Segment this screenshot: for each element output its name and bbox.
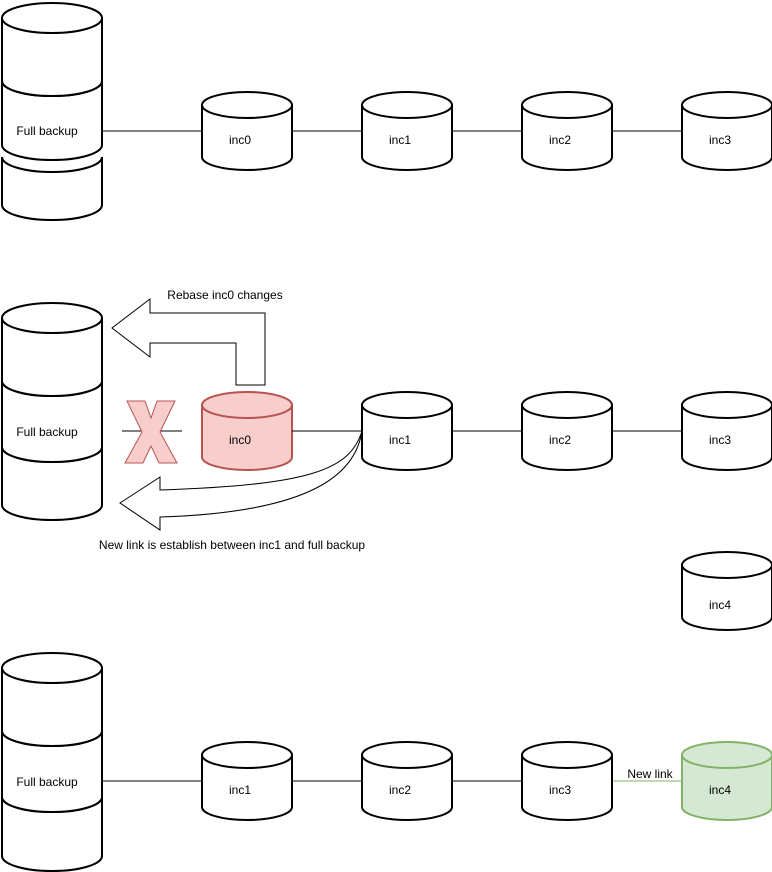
inc-label: inc1 — [389, 133, 411, 147]
cylinder-inc1[interactable] — [201, 741, 293, 821]
inc-label: inc4 — [709, 783, 731, 797]
full-backup-label: Full backup — [16, 425, 78, 439]
row-1: Full backup inc0 inc1 inc2 inc3 — [1, 2, 772, 221]
full-backup-stack[interactable] — [1, 652, 103, 872]
cylinder-inc4-pending[interactable] — [681, 551, 772, 631]
cylinder-inc0-removed[interactable] — [201, 391, 293, 471]
rebase-arrow — [111, 297, 266, 386]
row-3: Full backup New link inc1 inc2 inc3 inc4 — [1, 652, 772, 872]
cylinder-inc3[interactable] — [681, 391, 772, 471]
cylinder-inc2[interactable] — [521, 391, 613, 471]
new-link-arrow — [119, 430, 363, 531]
inc-label: inc2 — [389, 783, 411, 797]
inc-label: inc3 — [549, 783, 571, 797]
full-backup-stack[interactable] — [1, 302, 103, 521]
inc-label: inc3 — [709, 433, 731, 447]
inc-label: inc3 — [709, 133, 731, 147]
inc-label: inc0 — [229, 133, 251, 147]
row-2: Full backup inc0 Rebase inc0 changes New… — [1, 288, 772, 631]
inc-label: inc4 — [709, 598, 731, 612]
cylinder-inc3[interactable] — [521, 741, 613, 821]
cylinder-inc1[interactable] — [361, 391, 453, 471]
inc-label: inc1 — [229, 783, 251, 797]
cylinder-inc3[interactable] — [681, 91, 772, 171]
full-backup-label: Full backup — [16, 124, 78, 138]
full-backup-stack[interactable] — [1, 2, 103, 221]
removed-x-mark — [124, 400, 178, 464]
inc-label: inc2 — [549, 433, 571, 447]
rebase-label: Rebase inc0 changes — [167, 288, 282, 302]
cylinder-inc2[interactable] — [521, 91, 613, 171]
inc-label: inc2 — [549, 133, 571, 147]
new-link-label: New link — [627, 767, 673, 781]
cylinder-inc0[interactable] — [201, 91, 293, 171]
inc-label: inc0 — [229, 433, 251, 447]
new-link-label: New link is establish between inc1 and f… — [99, 538, 365, 552]
inc-label: inc1 — [389, 433, 411, 447]
cylinder-inc2[interactable] — [361, 741, 453, 821]
cylinder-inc4-new[interactable] — [681, 741, 772, 821]
cylinder-inc1[interactable] — [361, 91, 453, 171]
full-backup-label: Full backup — [16, 775, 78, 789]
